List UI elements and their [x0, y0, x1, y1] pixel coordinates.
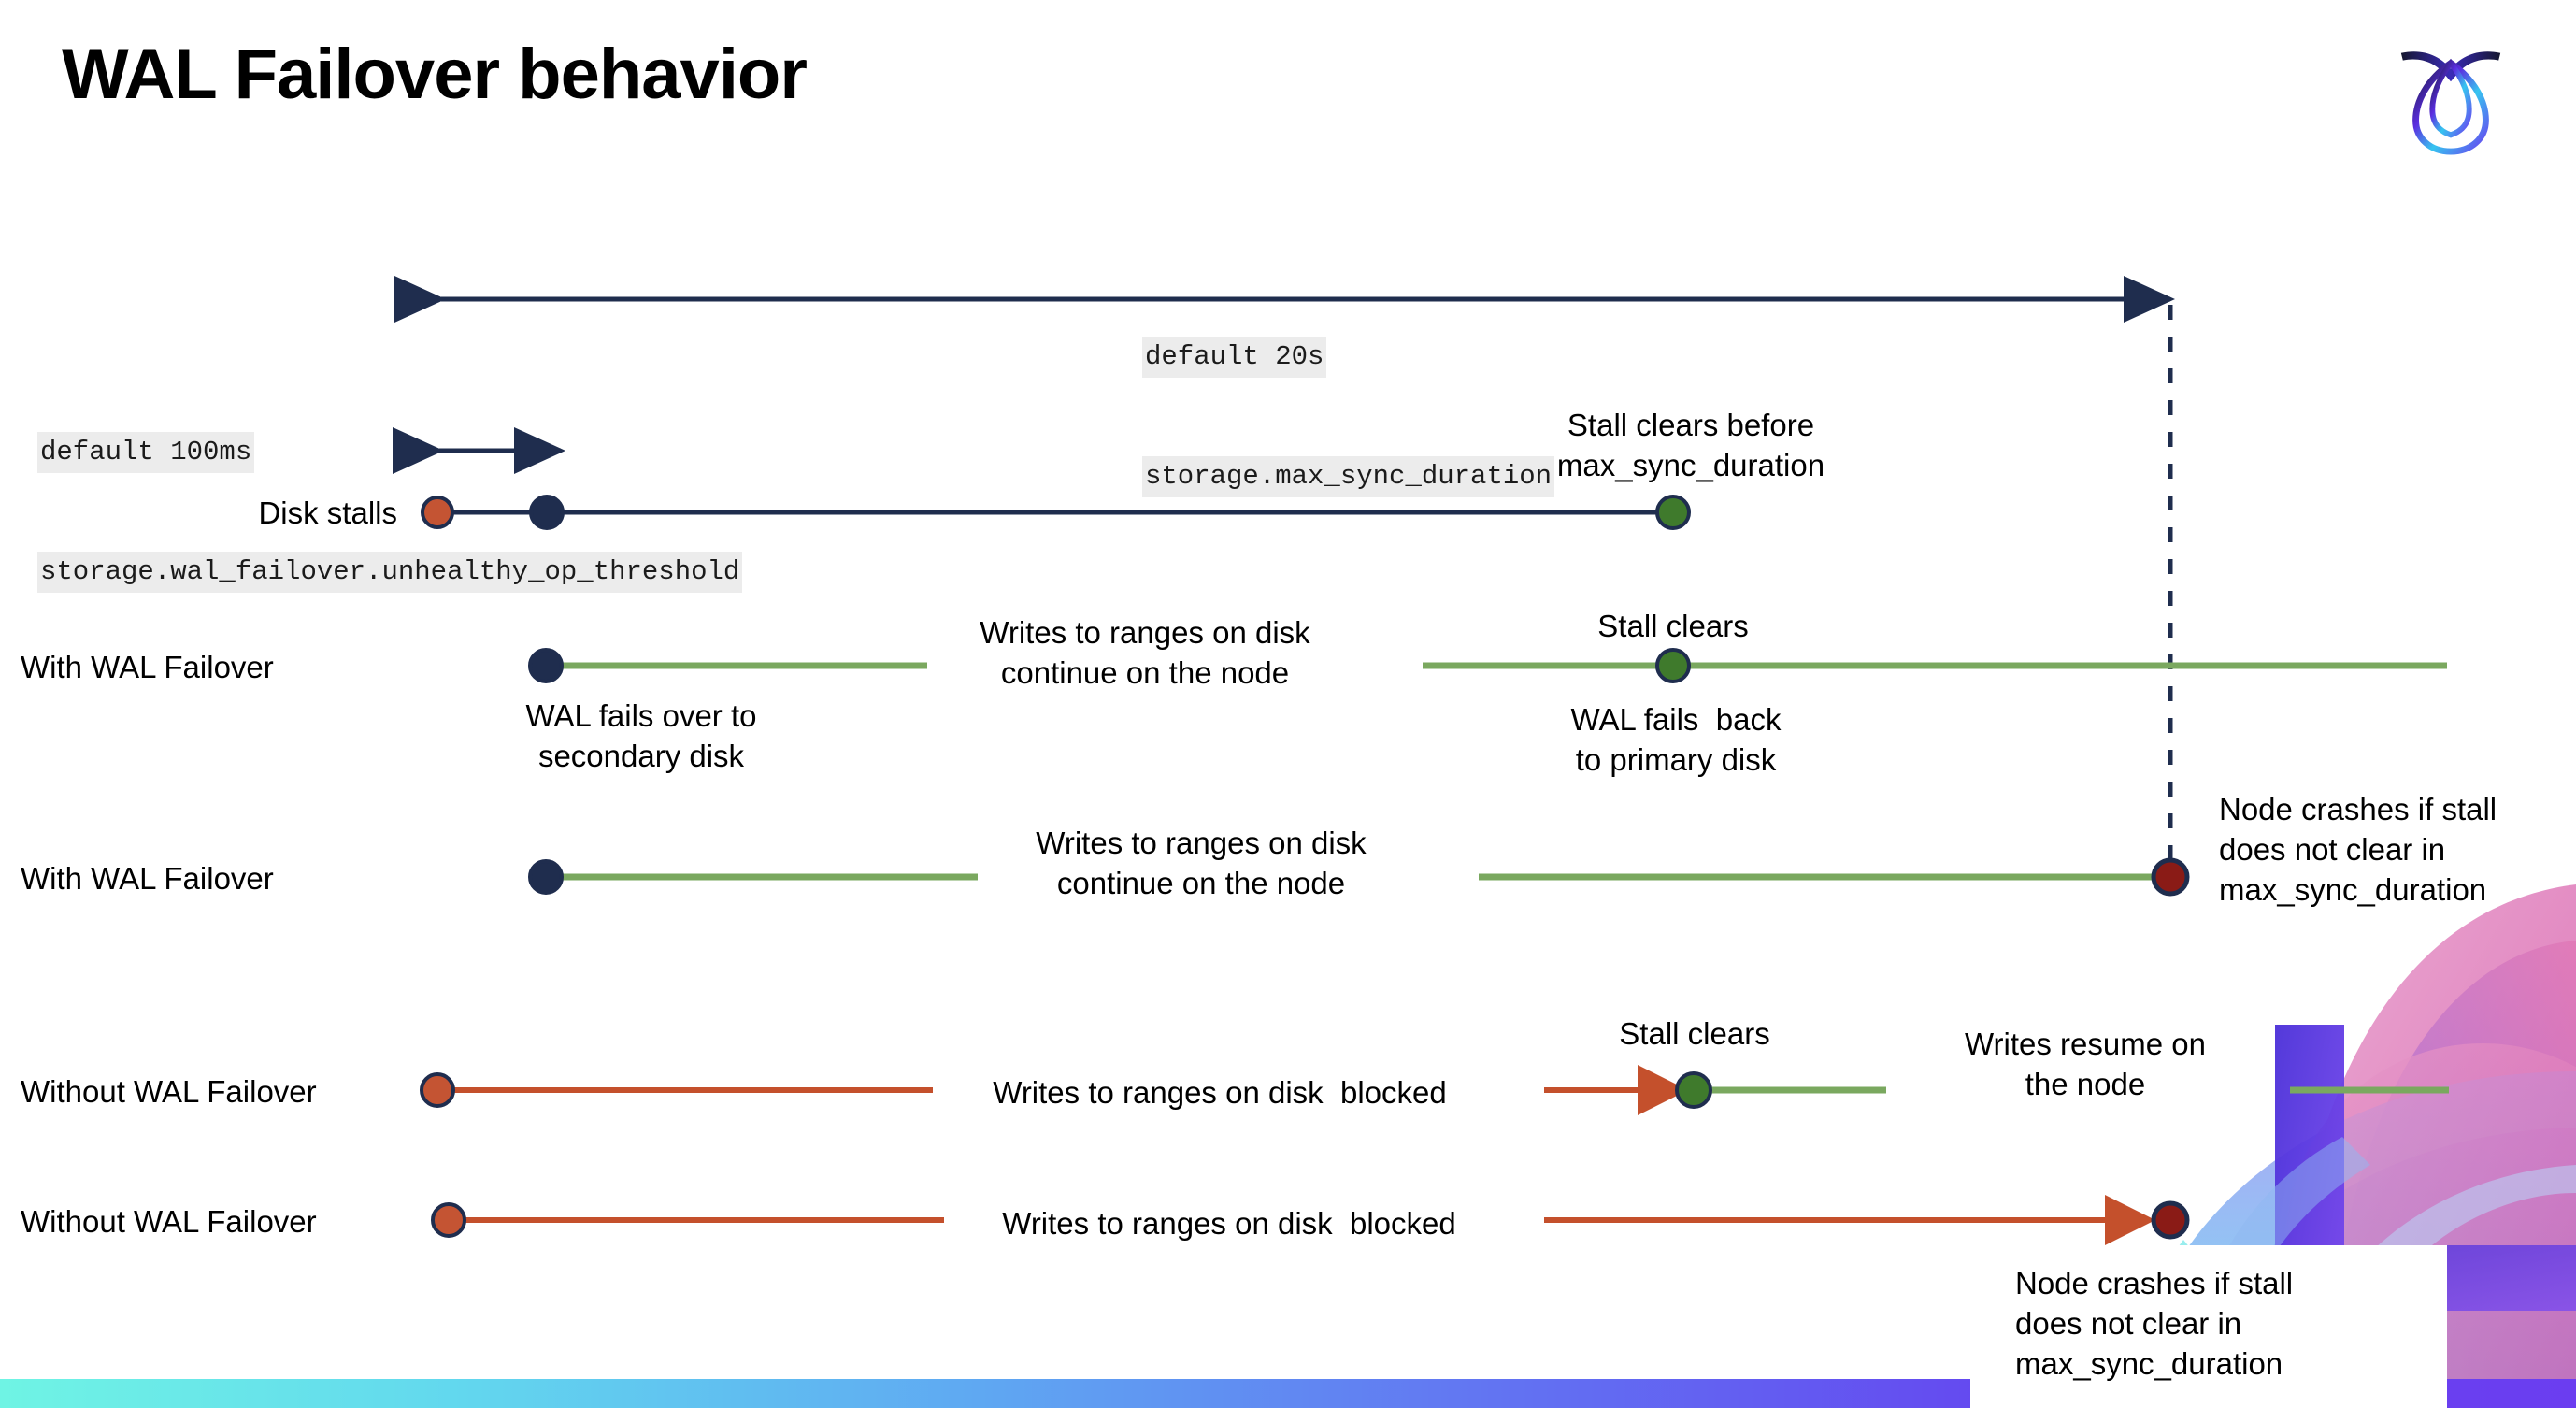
row-label-disk-stalls: Disk stalls [258, 496, 397, 530]
annotation-writes-continue-1: Writes to ranges on disk continue on the… [980, 615, 1310, 690]
without-failover-1-clear-marker [1675, 1071, 1712, 1109]
row-label-with-wal-failover-2: With WAL Failover [21, 861, 274, 896]
wal-failover-1-start-marker [528, 648, 564, 683]
max-sync-duration-setting: storage.max_sync_duration [1142, 456, 1555, 498]
page-title: WAL Failover behavior [62, 35, 808, 114]
annotation-stall-clears-1: Stall clears [1597, 609, 1749, 643]
annotation-stall-clears-before: Stall clears before max_sync_duration [1556, 408, 1825, 482]
without-failover-2-crash-marker [2151, 1200, 2190, 1240]
max-sync-duration-default: default 20s [1142, 337, 1327, 379]
unhealthy-op-threshold-callout: default 100ms storage.wal_failover.unhea… [37, 353, 743, 671]
annotation-writes-continue-2: Writes to ranges on disk continue on the… [1036, 826, 1367, 900]
node-crashes-callout-backdrop [1970, 1245, 2447, 1408]
max-sync-duration-callout: default 20s storage.max_sync_duration [1142, 258, 1555, 576]
cockroachdb-logo-icon [2400, 51, 2501, 155]
annotation-node-crashes-1: Node crashes if stall does not clear in … [2219, 792, 2497, 907]
wal-failover-2-start-marker [528, 859, 564, 895]
wal-failover-2-crash-marker [2151, 857, 2190, 897]
disk-stalls-failover-marker [529, 495, 565, 530]
wal-failover-1-clear-marker [1655, 648, 1691, 683]
annotation-writes-blocked-2: Writes to ranges on disk blocked [1002, 1206, 1456, 1241]
annotation-wal-fails-back: WAL fails back to primary disk [1570, 702, 1782, 777]
row-label-without-wal-failover-2: Without WAL Failover [21, 1204, 317, 1239]
annotation-stall-clears-2: Stall clears [1619, 1016, 1770, 1051]
without-failover-2-start-marker [431, 1202, 466, 1238]
unhealthy-op-threshold-setting: storage.wal_failover.unhealthy_op_thresh… [37, 552, 743, 594]
row-label-without-wal-failover-1: Without WAL Failover [21, 1074, 317, 1109]
row-label-with-wal-failover-1: With WAL Failover [21, 650, 274, 684]
annotation-writes-blocked-1: Writes to ranges on disk blocked [993, 1075, 1447, 1110]
disk-stalls-clear-marker [1655, 495, 1691, 530]
disk-stalls-start-marker [421, 496, 454, 529]
annotation-writes-resume: Writes resume on the node [1965, 1027, 2206, 1101]
without-failover-1-start-marker [420, 1072, 455, 1108]
unhealthy-op-threshold-default: default 100ms [37, 432, 255, 474]
annotation-node-crashes-2: Node crashes if stall does not clear in … [2015, 1266, 2294, 1381]
annotation-wal-fails-over: WAL fails over to secondary disk [525, 698, 757, 773]
